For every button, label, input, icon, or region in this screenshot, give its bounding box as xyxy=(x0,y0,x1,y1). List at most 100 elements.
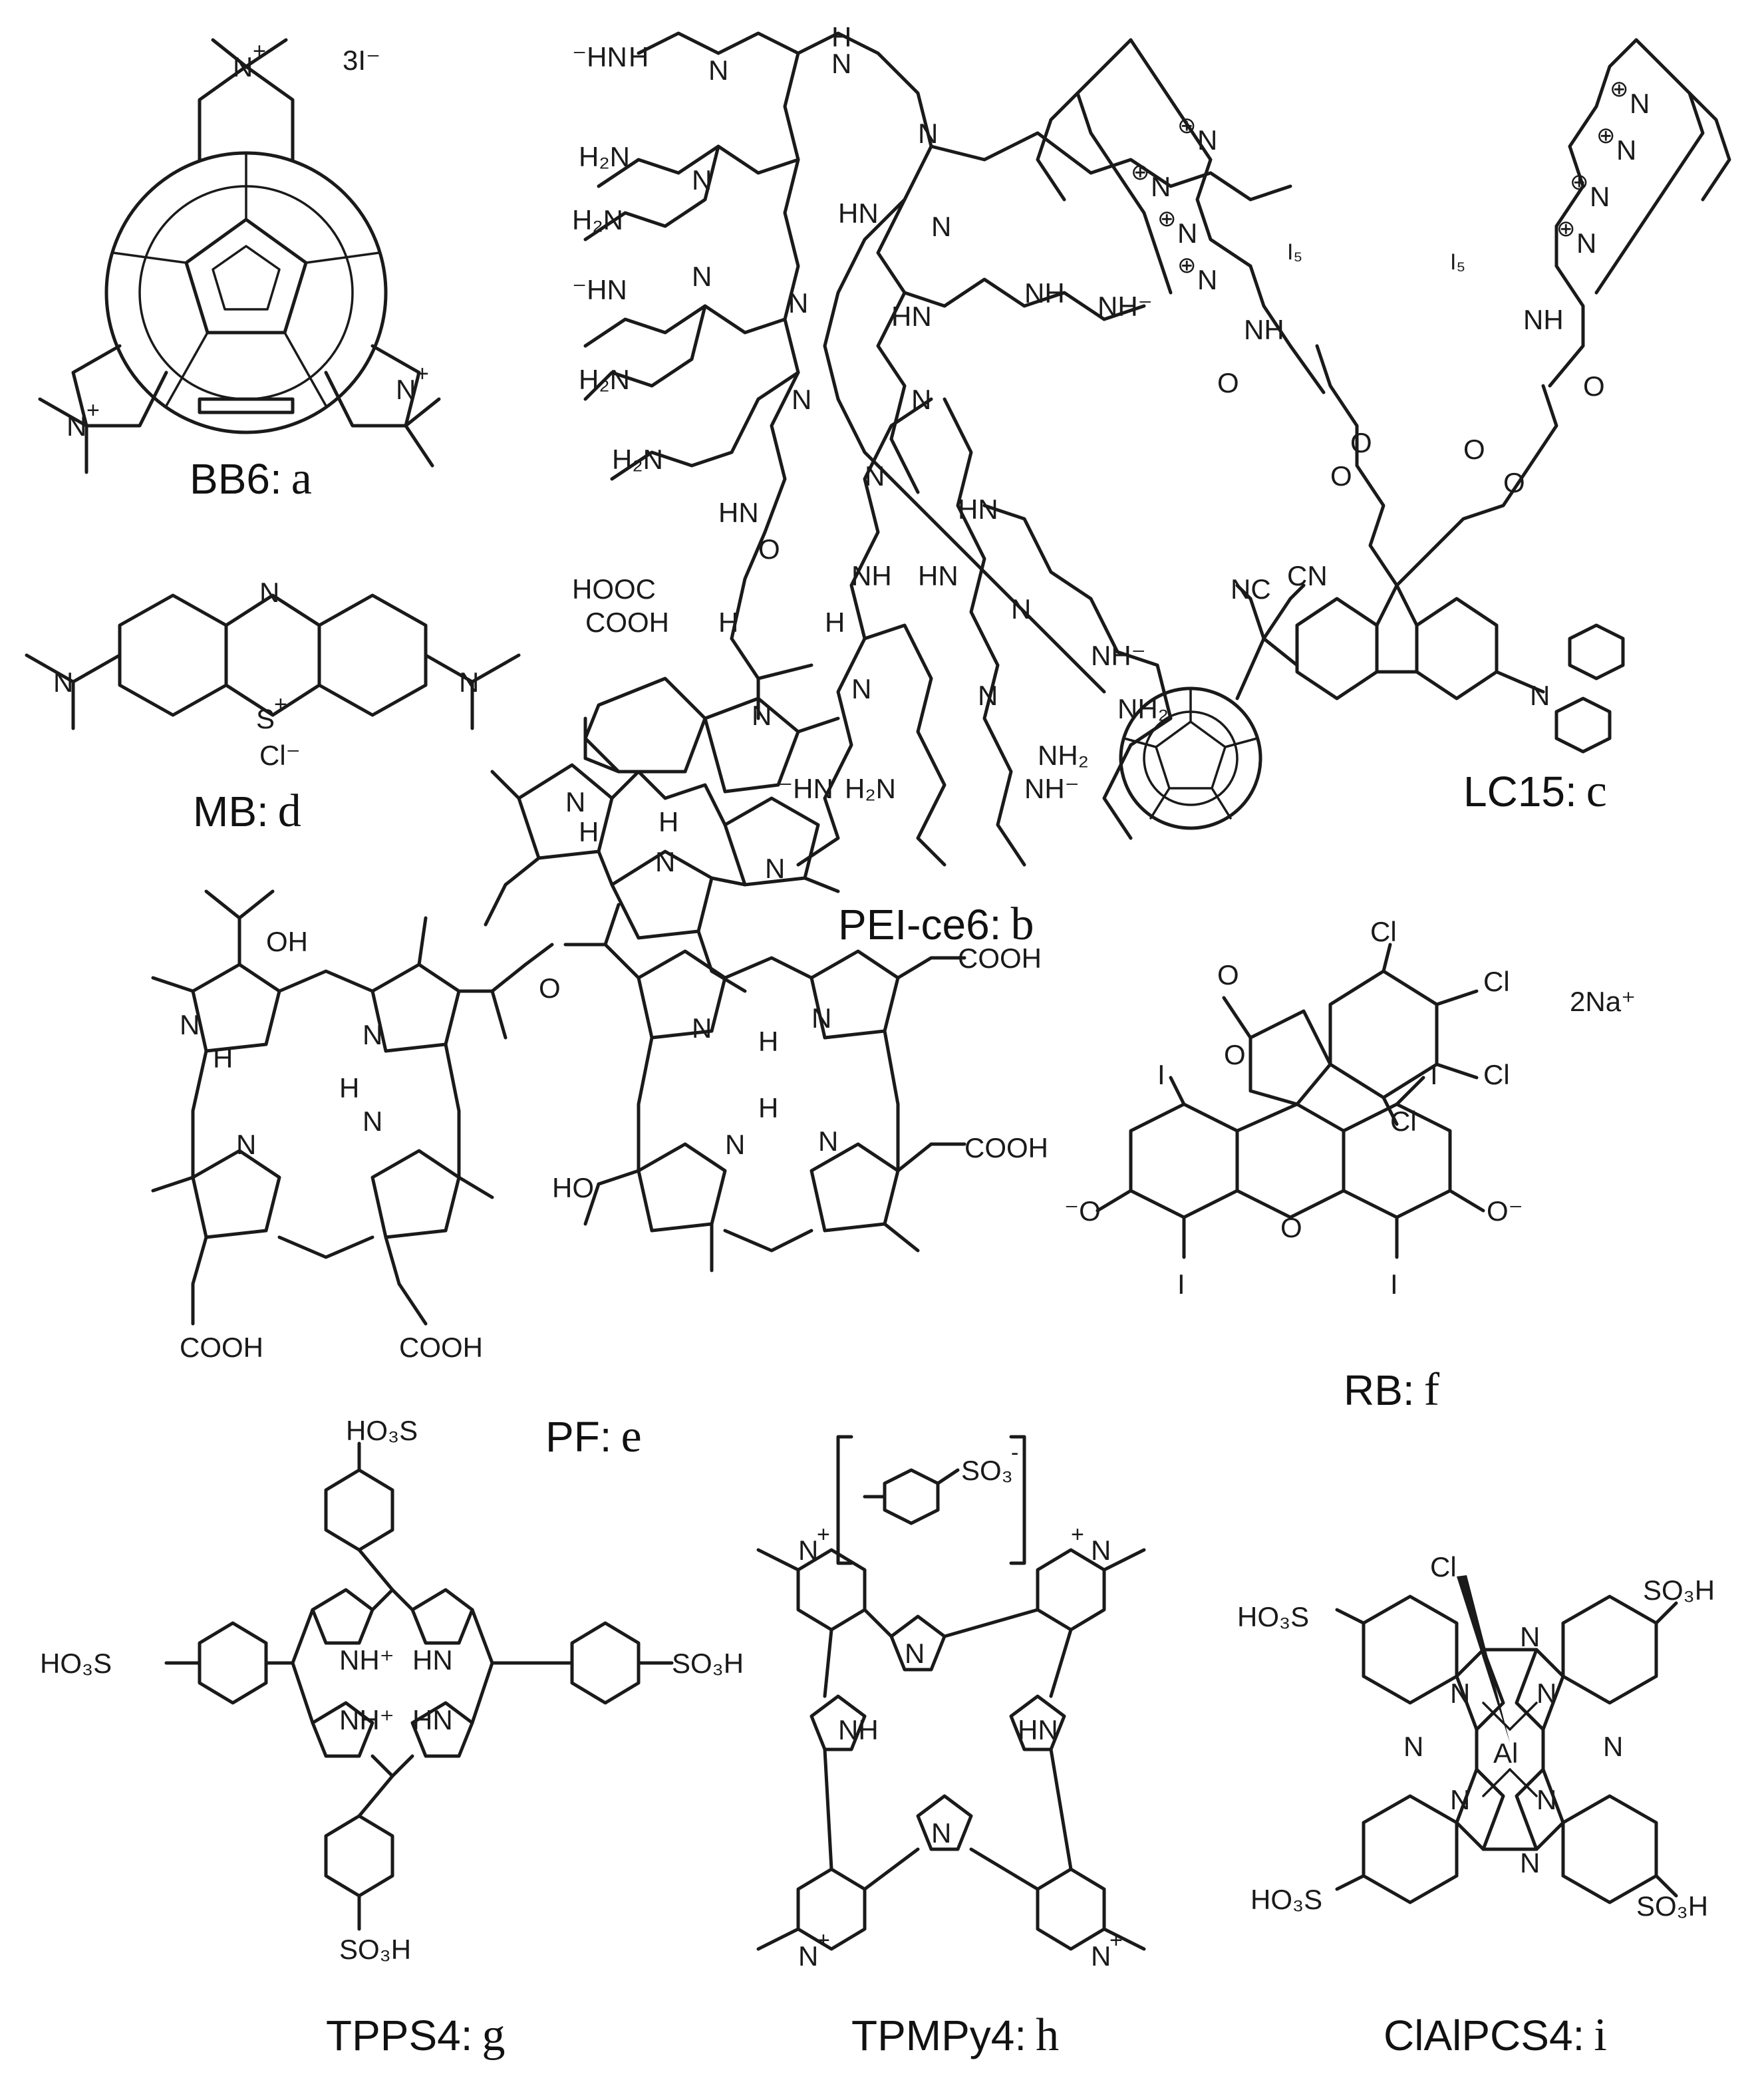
mb-counterion: Cl⁻ xyxy=(259,740,301,771)
svg-text:NH: NH xyxy=(838,1714,879,1745)
tpmpy4-structure: SO₃ - N + N + N HN NH N N + N + xyxy=(756,1435,1146,1972)
label-clalpcs4: ClAlPCS4:i xyxy=(1384,2009,1607,2062)
svg-text:N: N xyxy=(1520,1847,1540,1878)
svg-text:NH: NH xyxy=(1523,304,1564,335)
label-mb: MB:d xyxy=(193,785,301,838)
lc15-structure: N ⊕ N ⊕ N ⊕ N ⊕ NH O O O N ⊕ N ⊕ N ⊕ N ⊕… xyxy=(1036,38,1731,830)
svg-text:N: N xyxy=(1403,1731,1423,1762)
label-lc15: LC15:c xyxy=(1463,765,1607,818)
svg-text:N: N xyxy=(931,211,951,242)
label-clalpcs4-abbr: ClAlPCS4 xyxy=(1384,2012,1573,2059)
svg-text:N: N xyxy=(1450,1784,1470,1815)
svg-text:O: O xyxy=(1583,371,1605,402)
svg-text:N: N xyxy=(1616,134,1636,166)
svg-text:+: + xyxy=(274,692,287,717)
svg-text:H: H xyxy=(718,607,738,638)
svg-text:SO₃H: SO₃H xyxy=(1643,1575,1715,1606)
svg-text:NH₂: NH₂ xyxy=(1038,740,1089,771)
svg-text:N: N xyxy=(180,1009,200,1040)
label-tpmpy4-letter: h xyxy=(1036,2010,1060,2061)
svg-text:NH⁻: NH⁻ xyxy=(1024,773,1080,804)
svg-text:CN: CN xyxy=(1287,560,1328,591)
svg-text:HO₃S: HO₃S xyxy=(1250,1884,1322,1915)
svg-text:NH: NH xyxy=(851,560,892,591)
label-rb-sep: : xyxy=(1402,1366,1415,1414)
svg-text:NH⁺: NH⁺ xyxy=(339,1704,394,1735)
svg-text:N: N xyxy=(788,287,808,319)
svg-text:N: N xyxy=(233,51,253,82)
label-bb6-sep: : xyxy=(269,455,282,503)
label-tpmpy4-abbr: TPMPy4 xyxy=(851,2012,1015,2059)
svg-text:⁻HN: ⁻HN xyxy=(572,274,627,305)
svg-text:SO₃H: SO₃H xyxy=(672,1648,744,1679)
svg-text:O: O xyxy=(539,973,561,1004)
label-bb6-abbr: BB6 xyxy=(190,455,270,503)
svg-text:HN: HN xyxy=(412,1644,453,1676)
svg-text:O: O xyxy=(1330,460,1352,492)
svg-text:N: N xyxy=(798,1535,818,1566)
svg-text:N: N xyxy=(53,667,73,698)
svg-text:N: N xyxy=(1536,1678,1556,1709)
svg-text:N: N xyxy=(1530,680,1550,711)
svg-text:O: O xyxy=(1224,1039,1246,1070)
label-pei-ce6: PEI-ce6:b xyxy=(838,898,1034,951)
svg-text:H: H xyxy=(758,1026,778,1057)
svg-text:HOOC: HOOC xyxy=(572,573,656,605)
svg-text:⊕: ⊕ xyxy=(1596,123,1616,148)
svg-text:N: N xyxy=(818,1125,838,1157)
svg-text:H₂N: H₂N xyxy=(612,444,663,475)
label-pei-ce6-letter: b xyxy=(1010,899,1034,950)
svg-text:N: N xyxy=(692,1012,712,1044)
svg-text:HN: HN xyxy=(838,198,879,229)
svg-text:N: N xyxy=(708,55,728,86)
svg-text:N: N xyxy=(459,667,479,698)
label-clalpcs4-letter: i xyxy=(1594,2010,1607,2061)
svg-text:⊕: ⊕ xyxy=(1131,160,1150,185)
svg-text:N: N xyxy=(831,48,851,79)
label-tpps4: TPPS4:g xyxy=(326,2009,506,2062)
svg-text:S: S xyxy=(256,703,275,734)
svg-text:COOH: COOH xyxy=(399,1332,483,1363)
svg-text:N: N xyxy=(1197,124,1217,156)
svg-text:HO₃S: HO₃S xyxy=(1237,1601,1309,1632)
svg-text:H: H xyxy=(658,806,678,837)
svg-text:N: N xyxy=(1091,1535,1111,1566)
svg-text:HN: HN xyxy=(412,1704,453,1735)
svg-text:N: N xyxy=(865,460,885,492)
svg-text:N: N xyxy=(692,164,712,196)
svg-text:N: N xyxy=(811,1002,831,1034)
svg-text:H: H xyxy=(629,41,649,73)
svg-text:N: N xyxy=(1450,1678,1470,1709)
svg-text:N: N xyxy=(798,1940,818,1972)
label-tpps4-letter: g xyxy=(482,2010,506,2061)
svg-text:H₂N: H₂N xyxy=(579,141,630,172)
svg-text:H: H xyxy=(339,1072,359,1104)
svg-text:I: I xyxy=(1430,1059,1438,1090)
svg-text:O: O xyxy=(1217,959,1239,990)
svg-text:N: N xyxy=(1011,593,1031,625)
label-pf-letter: e xyxy=(621,1411,642,1462)
svg-text:O: O xyxy=(1463,434,1485,465)
svg-text:I: I xyxy=(1157,1059,1165,1090)
svg-text:HN: HN xyxy=(958,494,998,525)
label-mb-abbr: MB xyxy=(193,788,257,835)
svg-text:+: + xyxy=(817,1928,830,1953)
label-pf-abbr: PF xyxy=(545,1413,600,1461)
svg-text:NH⁻: NH⁻ xyxy=(1091,640,1146,671)
svg-text:HO: HO xyxy=(552,1172,594,1203)
svg-text:N: N xyxy=(752,700,772,731)
label-lc15-abbr: LC15 xyxy=(1463,768,1565,816)
svg-text:N: N xyxy=(1197,264,1217,295)
svg-text:N: N xyxy=(1603,1731,1623,1762)
label-clalpcs4-sep: : xyxy=(1572,2012,1585,2059)
svg-text:NH: NH xyxy=(1024,277,1065,309)
svg-text:I: I xyxy=(1177,1269,1185,1300)
svg-text:N: N xyxy=(236,1129,256,1160)
svg-text:COOH: COOH xyxy=(964,1132,1048,1163)
svg-text:O: O xyxy=(1217,367,1239,398)
svg-text:I: I xyxy=(1390,1269,1398,1300)
svg-text:+: + xyxy=(1109,1928,1123,1953)
svg-text:COOH: COOH xyxy=(585,607,669,638)
svg-text:H₂N: H₂N xyxy=(579,364,630,395)
